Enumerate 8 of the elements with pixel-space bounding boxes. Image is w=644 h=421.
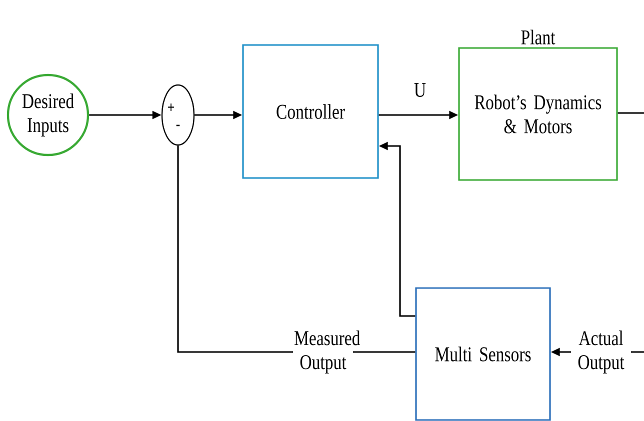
edge-label: U [414, 83, 426, 97]
edge-label: Measured Output [293, 329, 360, 375]
plant-box: Plant Robot’s Dynamics & Motors [458, 30, 618, 181]
node-label: Plant [521, 30, 556, 44]
controller-box: Controller [242, 44, 379, 179]
sensor-box: Multi Sensors [415, 287, 551, 421]
summing-junction: + - [161, 84, 195, 146]
edge-label: Actual Output [571, 329, 631, 375]
